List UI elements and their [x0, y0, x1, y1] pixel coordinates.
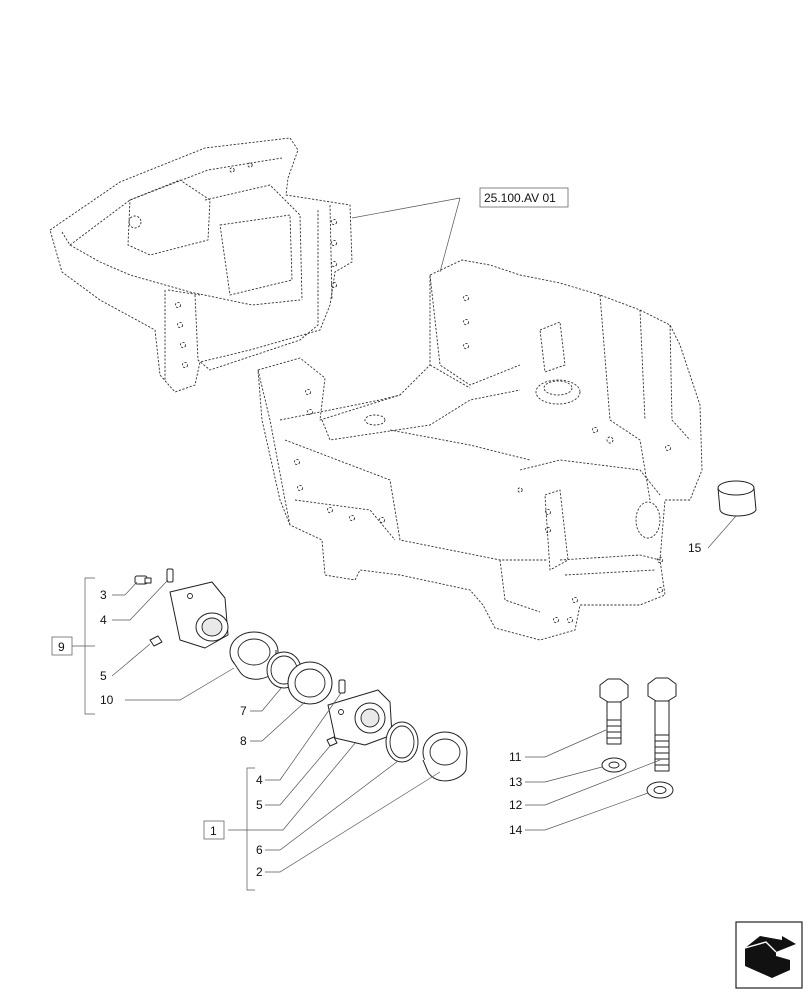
callout-2: 2	[256, 865, 263, 879]
callout-4: 4	[100, 613, 107, 627]
callout-14: 14	[509, 823, 523, 837]
group-1-parts	[326, 679, 468, 782]
bolts-and-washers	[599, 677, 677, 799]
cap-part	[707, 480, 757, 549]
group-1-label: 1	[210, 824, 217, 838]
callout-leaders	[72, 579, 661, 873]
callout-5-lower: 5	[256, 798, 263, 812]
callout-6: 6	[256, 843, 263, 857]
group-9-box: 9	[51, 636, 73, 656]
group-brackets	[84, 577, 255, 891]
callout-15: 15	[688, 541, 702, 555]
next-page-arrow-icon[interactable]	[735, 921, 803, 989]
callout-8: 8	[240, 734, 247, 748]
group-9-label: 9	[58, 640, 65, 654]
callout-4-lower: 4	[256, 773, 263, 787]
callout-12: 12	[509, 798, 523, 812]
reference-callout: 25.100.AV 01	[351, 187, 569, 273]
group-9-parts	[134, 568, 333, 705]
callout-11: 11	[509, 750, 522, 764]
callout-numbers: 3 4 5 10 7 8 4 5 6 2 11 13 12 14 15	[100, 541, 702, 879]
callout-3: 3	[100, 588, 107, 602]
callout-5: 5	[100, 669, 107, 683]
lower-housing-part	[257, 259, 703, 641]
callout-7: 7	[240, 704, 247, 718]
callout-13: 13	[509, 775, 523, 789]
group-1-box: 1	[203, 820, 225, 840]
upper-housing-part	[49, 137, 353, 393]
reference-label: 25.100.AV 01	[484, 191, 556, 205]
callout-10: 10	[100, 693, 114, 707]
